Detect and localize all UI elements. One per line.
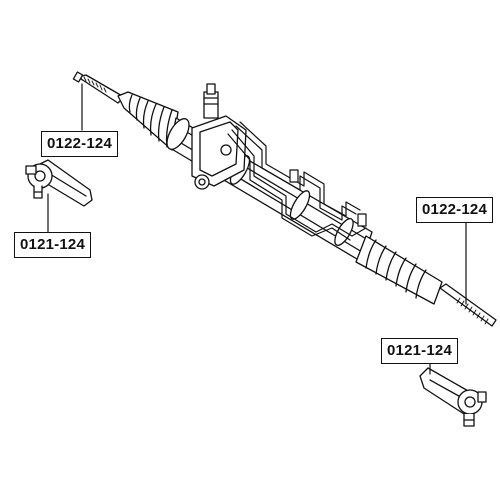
right-tie-rod-end (419, 367, 487, 427)
label-right-tie-rod: 0122-124 (416, 197, 493, 223)
label-right-tie-rod-end: 0121-124 (381, 338, 458, 364)
label-left-tie-rod-end: 0121-124 (14, 232, 91, 258)
valve-body (191, 83, 247, 190)
right-tie-rod (439, 283, 497, 327)
right-boot (355, 235, 443, 305)
leader-lines (47, 83, 467, 375)
label-left-tie-rod: 0122-124 (41, 131, 118, 157)
left-tie-rod (72, 71, 125, 104)
hydraulic-lines (227, 121, 367, 241)
left-tie-rod-end (25, 159, 93, 207)
